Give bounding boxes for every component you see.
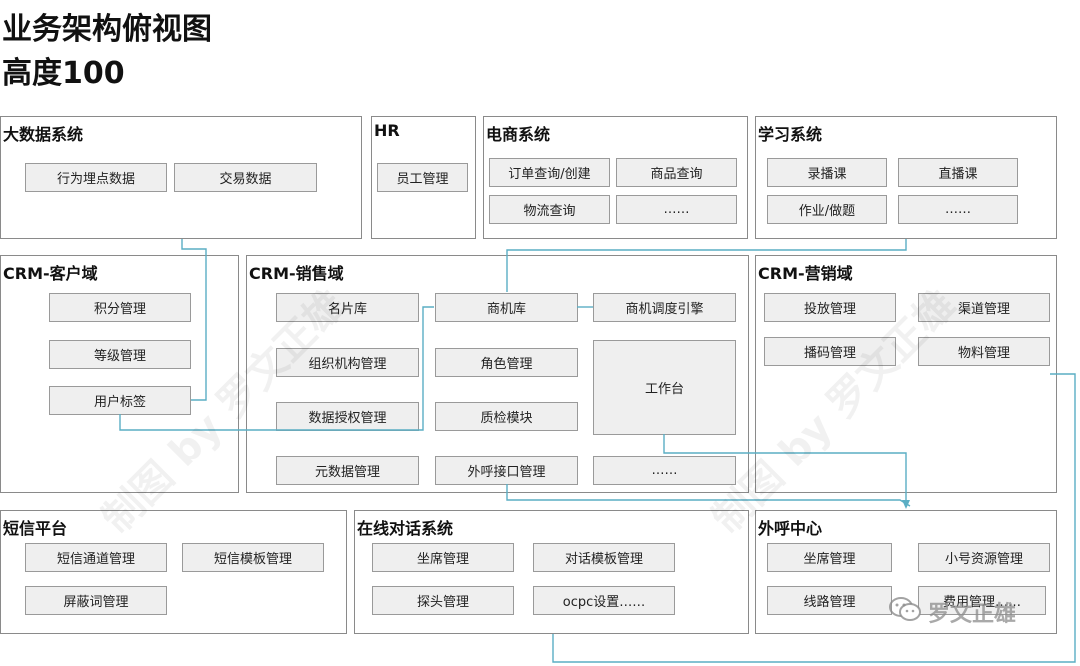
module-user-tags[interactable]: 用户标签 (49, 386, 191, 415)
domain-title: 在线对话系统 (357, 519, 454, 538)
domain-title: 大数据系统 (3, 125, 84, 144)
module-organization-management[interactable]: 组织机构管理 (276, 348, 419, 377)
publisher-logo: 罗文正雄 (888, 596, 1016, 628)
domain-bigdata: 大数据系统 行为埋点数据 交易数据 (0, 116, 362, 239)
module-line-management[interactable]: 线路管理 (767, 586, 892, 615)
module-outbound-call-interface-management[interactable]: 外呼接口管理 (435, 456, 578, 485)
domain-title: CRM-客户域 (3, 264, 98, 283)
module-business-card-library[interactable]: 名片库 (276, 293, 419, 322)
module-transaction-data[interactable]: 交易数据 (174, 163, 317, 192)
module-more[interactable]: …… (616, 195, 737, 224)
module-material-management[interactable]: 物料管理 (918, 337, 1050, 366)
module-code-management[interactable]: 播码管理 (764, 337, 896, 366)
module-points-management[interactable]: 积分管理 (49, 293, 191, 322)
module-agent-management[interactable]: 坐席管理 (372, 543, 514, 572)
module-role-management[interactable]: 角色管理 (435, 348, 578, 377)
module-ocpc-settings[interactable]: ocpc设置…… (533, 586, 675, 615)
domain-sms-platform: 短信平台 短信通道管理 短信模板管理 屏蔽词管理 (0, 510, 347, 634)
module-opportunity-library[interactable]: 商机库 (435, 293, 578, 322)
domain-title: 学习系统 (758, 125, 823, 144)
module-channel-management[interactable]: 渠道管理 (918, 293, 1050, 322)
module-workbench[interactable]: 工作台 (593, 340, 736, 435)
module-product-query[interactable]: 商品查询 (616, 158, 737, 187)
page-title: 业务架构俯视图 (2, 12, 212, 47)
domain-crm-customer: CRM-客户域 积分管理 等级管理 用户标签 (0, 255, 239, 493)
domain-online-chat: 在线对话系统 坐席管理 对话模板管理 探头管理 ocpc设置…… (354, 510, 749, 634)
module-data-authorization-management[interactable]: 数据授权管理 (276, 402, 419, 431)
module-recorded-course[interactable]: 录播课 (767, 158, 887, 187)
module-virtual-number-resource-management[interactable]: 小号资源管理 (918, 543, 1050, 572)
logo-text: 罗文正雄 (928, 602, 1017, 627)
module-logistics-query[interactable]: 物流查询 (489, 195, 610, 224)
module-ad-placement-management[interactable]: 投放管理 (764, 293, 896, 322)
module-dialogue-template-management[interactable]: 对话模板管理 (533, 543, 675, 572)
domain-learning: 学习系统 录播课 直播课 作业/做题 …… (755, 116, 1057, 239)
module-blocked-words-management[interactable]: 屏蔽词管理 (25, 586, 167, 615)
module-level-management[interactable]: 等级管理 (49, 340, 191, 369)
domain-title: 短信平台 (3, 519, 68, 538)
domain-crm-marketing: CRM-营销域 投放管理 渠道管理 播码管理 物料管理 (755, 255, 1057, 493)
domain-title: CRM-营销域 (758, 264, 853, 283)
module-metadata-management[interactable]: 元数据管理 (276, 456, 419, 485)
page-subtitle: 高度100 (2, 56, 125, 91)
module-sms-channel-management[interactable]: 短信通道管理 (25, 543, 167, 572)
module-behavior-tracking-data[interactable]: 行为埋点数据 (25, 163, 167, 192)
module-order-query-create[interactable]: 订单查询/创建 (489, 158, 610, 187)
module-more[interactable]: …… (898, 195, 1018, 224)
domain-title: 电商系统 (486, 125, 551, 144)
domain-title: 外呼中心 (758, 519, 823, 538)
domain-title: CRM-销售域 (249, 264, 344, 283)
module-live-course[interactable]: 直播课 (898, 158, 1018, 187)
module-employee-management[interactable]: 员工管理 (377, 163, 468, 192)
domain-hr: HR 员工管理 (371, 116, 476, 239)
module-agent-management[interactable]: 坐席管理 (767, 543, 892, 572)
domain-crm-sales: CRM-销售域 名片库 商机库 商机调度引擎 组织机构管理 角色管理 工作台 数… (246, 255, 749, 493)
domain-ecommerce: 电商系统 订单查询/创建 商品查询 物流查询 …… (483, 116, 748, 239)
module-probe-management[interactable]: 探头管理 (372, 586, 514, 615)
module-opportunity-dispatch-engine[interactable]: 商机调度引擎 (593, 293, 736, 322)
wechat-icon (888, 596, 922, 628)
module-more[interactable]: …… (593, 456, 736, 485)
domain-title: HR (374, 121, 400, 140)
module-quality-inspection[interactable]: 质检模块 (435, 402, 578, 431)
module-sms-template-management[interactable]: 短信模板管理 (182, 543, 324, 572)
module-homework-exercise[interactable]: 作业/做题 (767, 195, 887, 224)
